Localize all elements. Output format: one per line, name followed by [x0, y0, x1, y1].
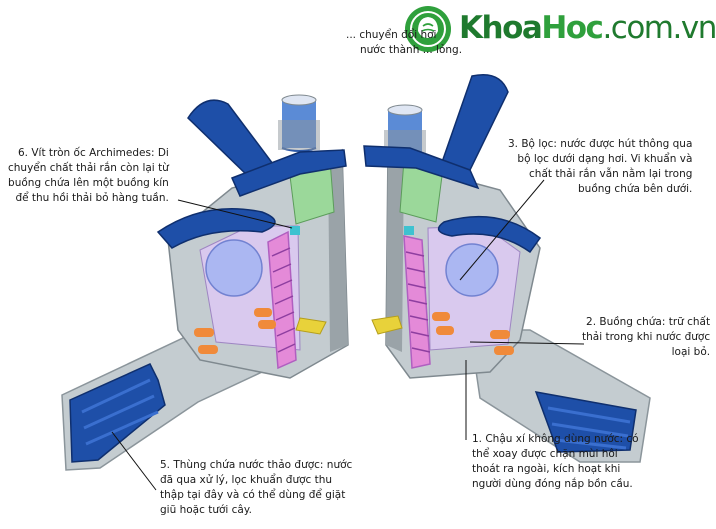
site-logo: KhoaHoc.com.vn — [403, 4, 716, 56]
annotation-waterless-bowl: 1. Chậu xí không dùng nước: có thể xoay … — [472, 432, 639, 492]
leader-n3 — [459, 179, 545, 281]
toilet-cutaway-diagram: KhoaHoc.com.vn ... chuyển đổi hơi nước t… — [8, 4, 716, 518]
annotation-line: buồng chứa lên một buồng kín — [8, 177, 169, 189]
leader-n6 — [177, 199, 293, 229]
annotation-line: nước thành ... lỏng. — [360, 44, 463, 56]
right-yellow-bracket — [371, 315, 403, 335]
annotation-line: 2. Buồng chứa: trữ chất — [586, 316, 711, 328]
right-top-cap — [363, 145, 480, 190]
annotation-line: 1. Chậu xí không dùng nước: có — [472, 433, 639, 445]
annotation-line: thể xoay được chặn mùi hôi — [472, 448, 618, 460]
left-toilet-unit — [61, 94, 349, 471]
annotation-line: đã qua xử lý, lọc khuẩn được thu — [160, 474, 333, 486]
annotation-water-tank: 5. Thùng chứa nước thảo được: nước đã qu… — [160, 458, 352, 518]
annotation-line: 6. Vít tròn ốc Archimedes: Di — [18, 147, 169, 159]
annotation-line: thập tại đây và có thể dùng để giặt — [160, 489, 346, 501]
annotation-line: ... chuyển đổi hơi — [346, 29, 437, 41]
annotation-line: 3. Bộ lọc: nước được hút thông qua — [508, 138, 693, 150]
right-outlet-opening — [534, 391, 637, 453]
left-seat-ring — [156, 207, 276, 249]
leader-n5 — [111, 431, 157, 491]
brain-logo-icon — [405, 6, 451, 52]
annotation-top: ... chuyển đổi hơi nước thành ... lỏng. — [346, 28, 462, 58]
annotation-line: giũ hoặc tưới cây. — [160, 504, 252, 516]
leader-lines — [111, 179, 585, 491]
right-orange-rollers — [432, 312, 514, 355]
right-lid-back — [438, 74, 509, 171]
annotation-line: chất thải rắn vẫn nằm lại trong — [529, 168, 693, 180]
annotation-line: bộ lọc dưới dạng hơi. Vi khuẩn và — [517, 153, 693, 165]
left-orange-rollers — [194, 308, 276, 354]
site-wordmark: KhoaHoc.com.vn — [459, 10, 716, 46]
left-top-cap — [230, 149, 347, 197]
logo-part-2: Hoc — [541, 10, 604, 46]
annotation-line: buồng chứa bên dưới. — [578, 183, 693, 195]
right-filter-block — [404, 226, 414, 235]
left-vent-cylinder — [278, 94, 320, 152]
annotation-line: thải trong khi nước được — [582, 331, 711, 343]
annotation-line: người dùng đóng nắp bồn cầu. — [472, 478, 633, 490]
right-toilet-unit — [363, 74, 651, 463]
left-yellow-bracket — [295, 317, 327, 335]
annotation-line: để thu hồi thải bỏ hàng tuần. — [15, 192, 169, 204]
annotation-filter: 3. Bộ lọc: nước được hút thông qua bộ lọ… — [508, 137, 692, 197]
annotation-line: 5. Thùng chứa nước thảo được: nước — [160, 459, 353, 471]
annotation-archimedes-screw: 6. Vít tròn ốc Archimedes: Di chuyển chấ… — [8, 146, 169, 206]
left-lid-back — [187, 99, 278, 179]
leader-n2 — [469, 341, 585, 345]
logo-part-1: Khoa — [459, 10, 543, 46]
annotation-chamber: 2. Buồng chứa: trữ chất thải trong khi n… — [582, 315, 710, 360]
annotation-line: thoát ra ngoài, kích hoạt khi — [472, 463, 621, 475]
left-sphere — [205, 239, 263, 297]
right-sphere — [445, 243, 499, 297]
annotation-line: loại bỏ. — [671, 346, 711, 358]
right-seat-ring — [437, 215, 542, 254]
left-filter-block — [290, 226, 300, 235]
logo-part-3: .com.vn — [602, 10, 716, 46]
annotation-line: chuyển chất thải rắn còn lại từ — [8, 162, 169, 174]
